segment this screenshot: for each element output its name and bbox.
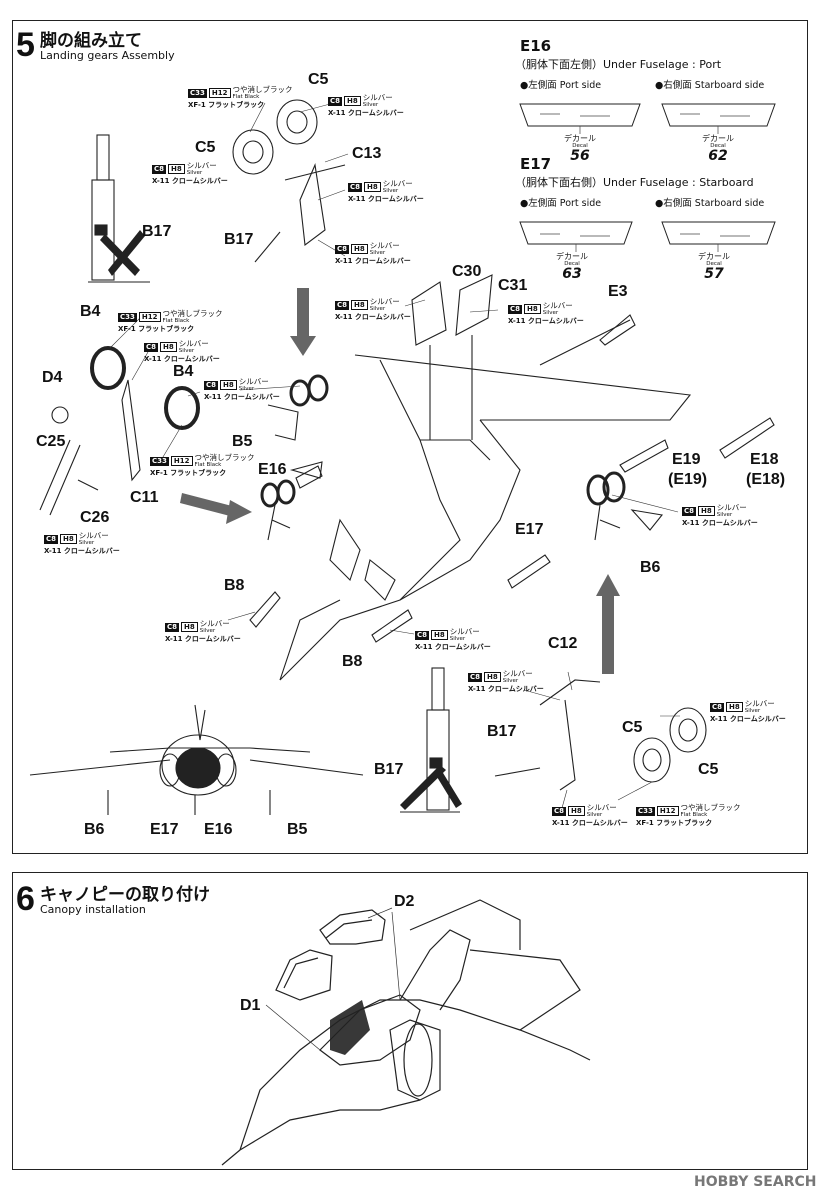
label-D2: D2 xyxy=(394,893,415,910)
label-C5-bottom-left: C5 xyxy=(622,719,643,736)
label-E17-front: E17 xyxy=(150,821,179,838)
label-B8-top: B8 xyxy=(224,577,245,594)
label-D4: D4 xyxy=(42,369,63,386)
decal-e16-title: E16 xyxy=(520,37,552,55)
label-B4-right: B4 xyxy=(173,363,194,380)
decal-diagrams xyxy=(519,103,776,252)
label-B17-top-left: B17 xyxy=(142,223,172,240)
e16-starboard-label: ●右側面 Starboard side xyxy=(655,80,765,91)
label-B6-mid: B6 xyxy=(640,559,661,576)
label-E18: E18 xyxy=(750,451,779,468)
label-C5-bottom-right: C5 xyxy=(698,761,719,778)
label-B5-mid: B5 xyxy=(232,433,253,450)
label-B4-left: B4 xyxy=(80,303,101,320)
step5-number: 5 xyxy=(16,26,35,64)
label-E19: E19 xyxy=(672,451,701,468)
decal-e16-desc: （胴体下面左側）Under Fuselage : Port xyxy=(515,58,722,71)
label-E16-mid: E16 xyxy=(258,461,287,478)
label-C12: C12 xyxy=(548,635,578,652)
label-B5-front: B5 xyxy=(287,821,308,838)
label-C11: C11 xyxy=(130,489,159,506)
label-B17-bottom: B17 xyxy=(487,723,517,740)
label-E16-front: E16 xyxy=(204,821,233,838)
decal-e17-desc: （胴体下面右側）Under Fuselage : Starboard xyxy=(515,176,754,189)
decal-56: 56 xyxy=(570,148,590,164)
step5-subtitle: Landing gears Assembly xyxy=(40,49,175,62)
step6-number: 6 xyxy=(16,880,35,918)
e17-starboard-label: ●右側面 Starboard side xyxy=(655,198,765,209)
label-C30: C30 xyxy=(452,263,482,280)
label-E18-paren: (E18) xyxy=(746,471,786,488)
step5-title: 脚の組み立て xyxy=(40,31,142,51)
step6-panel xyxy=(12,872,808,1170)
label-C13: C13 xyxy=(352,145,382,162)
label-B8-bottom: B8 xyxy=(342,653,363,670)
landing-gear-illustration xyxy=(29,99,775,815)
label-B6-front: B6 xyxy=(84,821,105,838)
label-E17-mid: E17 xyxy=(515,521,544,538)
e17-port-label: ●左側面 Port side xyxy=(520,198,602,209)
label-C31: C31 xyxy=(498,277,528,294)
canopy-illustration xyxy=(221,899,591,1166)
step6-title: キャノピーの取り付け xyxy=(40,885,210,905)
label-E3: E3 xyxy=(608,283,628,300)
decal-62: 62 xyxy=(708,148,728,164)
label-C5-top: C5 xyxy=(308,71,329,88)
label-E19-paren: (E19) xyxy=(668,471,708,488)
decal-e17-title: E17 xyxy=(520,155,552,173)
e16-port-label: ●左側面 Port side xyxy=(520,80,602,91)
label-C5-left: C5 xyxy=(195,139,216,156)
label-C26: C26 xyxy=(80,509,110,526)
label-B17-top: B17 xyxy=(224,231,254,248)
label-D1: D1 xyxy=(240,997,261,1014)
label-C25: C25 xyxy=(36,433,66,450)
label-B17-bottom-jig: B17 xyxy=(374,761,404,778)
watermark: HOBBY SEARCH xyxy=(694,1174,817,1190)
step6-subtitle: Canopy installation xyxy=(40,903,146,916)
decal-63: 63 xyxy=(562,266,582,282)
decal-57: 57 xyxy=(704,266,724,282)
